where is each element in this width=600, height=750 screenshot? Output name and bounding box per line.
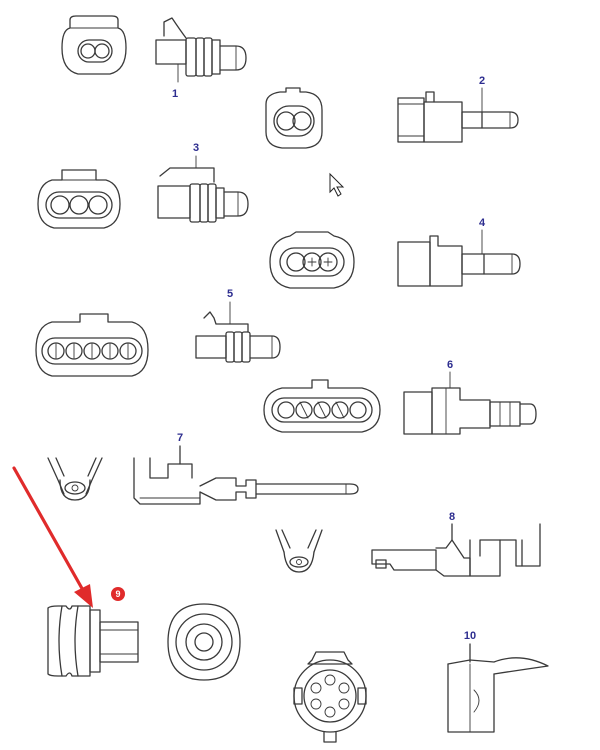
terminal-7-end-view (47, 457, 103, 501)
callout-2: 2 (479, 75, 485, 87)
callout-6: 6 (447, 359, 453, 371)
terminal-8-end-view (275, 529, 323, 573)
terminal-7-side-view (133, 445, 359, 505)
connector-5pin-housing-side-view (403, 371, 537, 435)
connector-3pin-front-view (37, 169, 121, 229)
callout-9-badge: 9 (111, 587, 125, 601)
connector-3pin-side-view (157, 155, 249, 223)
connector-2pin-front-view (61, 15, 127, 75)
connector-3pin-housing-side-view (397, 229, 521, 287)
connector-5pin-housing-front-view (263, 379, 381, 433)
callout-5: 5 (227, 288, 233, 300)
callout-1: 1 (172, 88, 178, 100)
connector-5pin-side-view (195, 301, 281, 363)
connector-2pin-side-view (155, 17, 247, 83)
callout-10: 10 (464, 630, 476, 642)
connector-2pin-housing-front-view (265, 87, 323, 149)
connector-5pin-front-view (35, 313, 149, 377)
connector-10-side-view (447, 643, 549, 733)
round-connector-6pin-front-view (293, 651, 367, 743)
callout-7: 7 (177, 432, 183, 444)
seal-9-end-view (167, 603, 241, 681)
connector-3pin-housing-front-view (269, 231, 355, 289)
callout-4: 4 (479, 217, 486, 229)
callout-8: 8 (449, 511, 455, 523)
terminal-8-side-view (371, 523, 541, 577)
seal-9-side-view (47, 605, 139, 677)
red-arrow-icon (12, 466, 93, 608)
connector-2pin-housing-side-view (397, 87, 519, 143)
callout-3: 3 (193, 142, 199, 154)
svg-text:9: 9 (115, 589, 120, 599)
mouse-pointer-icon (329, 172, 345, 197)
